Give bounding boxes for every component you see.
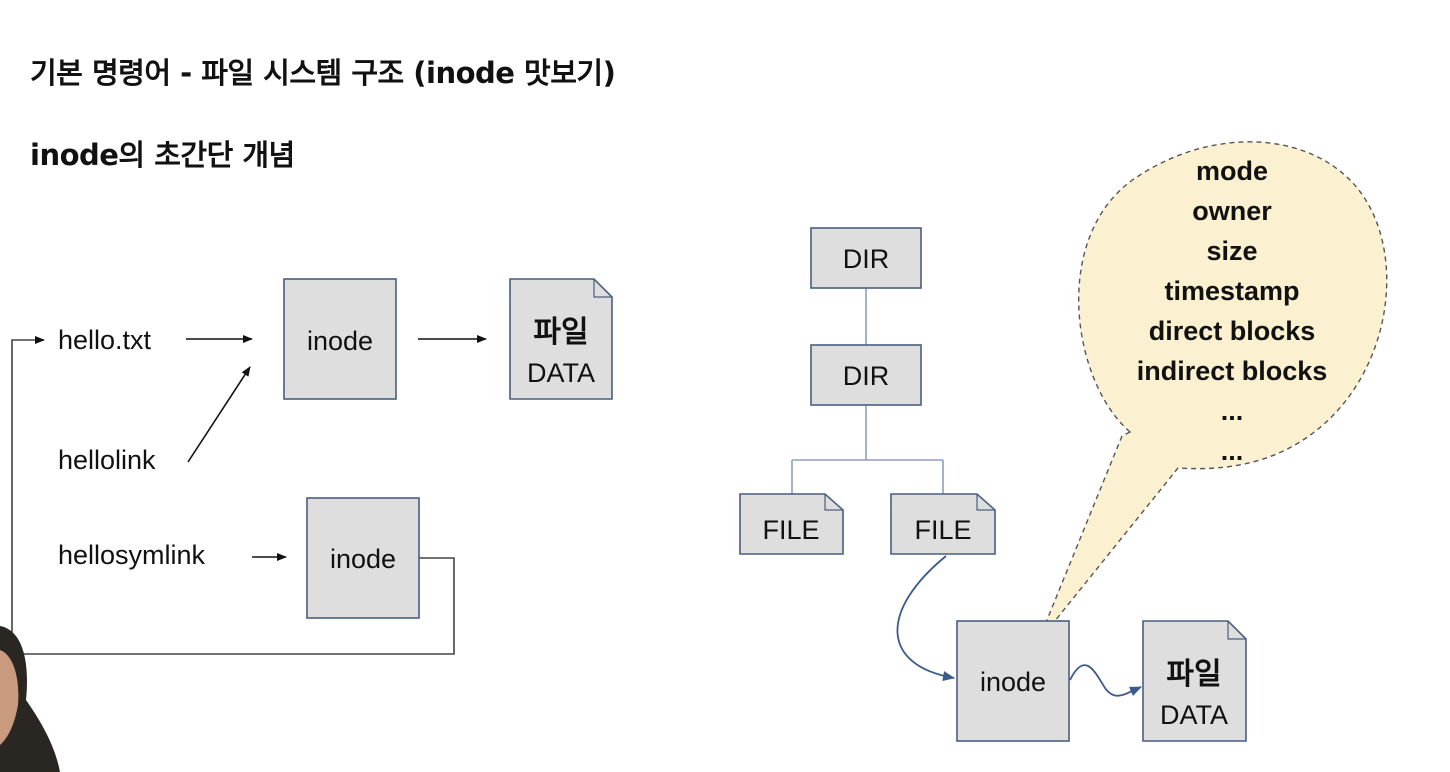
presenter-video-thumbnail <box>0 626 60 772</box>
field-size: size <box>1206 236 1257 266</box>
file-label-2: FILE <box>914 515 971 545</box>
dir-box-2 <box>810 344 922 406</box>
dir-label-1: DIR <box>843 244 890 274</box>
inode-label-hello: inode <box>307 326 373 356</box>
field-owner: owner <box>1192 196 1272 226</box>
inode-label-symlink: inode <box>330 544 396 574</box>
inode-label-right: inode <box>980 667 1046 697</box>
data-file-shape-right <box>1142 620 1247 742</box>
field-direct-blocks: direct blocks <box>1149 316 1316 346</box>
field-indirect-blocks: indirect blocks <box>1137 356 1328 386</box>
hello-txt-label: hello.txt <box>58 325 152 355</box>
dir-label-2: DIR <box>843 361 890 391</box>
file-label-1: FILE <box>762 515 819 545</box>
inode-fields-bubble <box>1037 141 1388 643</box>
symlink-loop-line <box>11 336 455 655</box>
hellolink-label: hellolink <box>58 445 156 475</box>
field-ellipsis-2: ... <box>1221 436 1244 466</box>
page-subtitle: inode의 초간단 개념 <box>30 138 295 172</box>
data-title-right: 파일 <box>1166 657 1221 692</box>
hellosymlink-label: hellosymlink <box>58 540 206 570</box>
arrow-hellolink-to-inode <box>187 366 251 463</box>
file-box-2 <box>890 493 996 555</box>
inode-box-symlink <box>306 497 420 619</box>
file-box-1 <box>739 493 844 555</box>
data-label-right: DATA <box>1160 700 1228 730</box>
dir-box-1 <box>810 227 922 289</box>
field-mode: mode <box>1196 156 1268 186</box>
data-file-shape-left <box>509 278 613 400</box>
field-ellipsis-1: ... <box>1221 396 1244 426</box>
data-label-left: DATA <box>527 358 595 388</box>
inode-box-right <box>956 620 1070 742</box>
inode-box-hello <box>283 278 397 400</box>
arrow-file-to-inode <box>896 555 955 682</box>
page-title: 기본 명령어 - 파일 시스템 구조 (inode 맛보기) <box>30 56 616 90</box>
arrow-inode-to-data-right <box>1069 664 1142 697</box>
field-timestamp: timestamp <box>1164 276 1299 306</box>
data-title-left: 파일 <box>533 315 588 350</box>
